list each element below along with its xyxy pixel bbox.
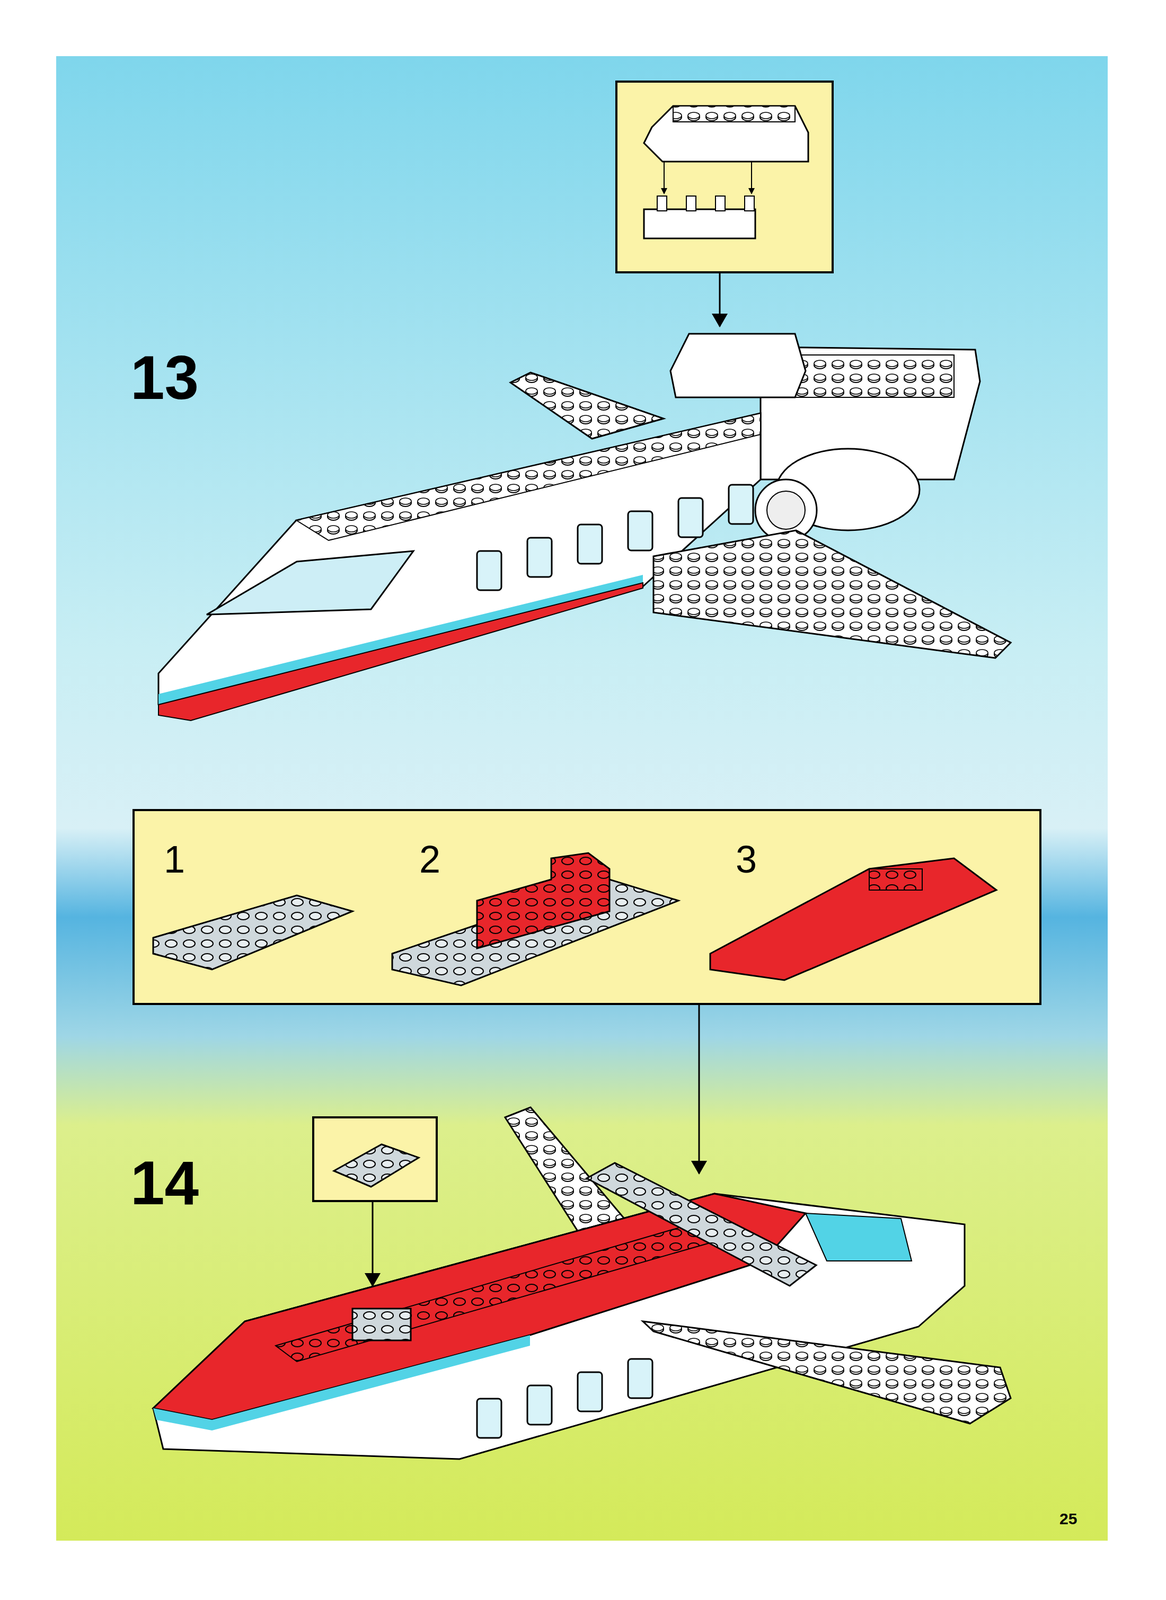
substep-number: 2 [419, 840, 441, 879]
substep-number: 1 [163, 840, 185, 879]
page-number: 25 [1059, 1511, 1077, 1528]
callout-panel: 1 2 3 [132, 809, 1042, 1006]
step-number: 13 [130, 347, 199, 409]
substep-number: 3 [735, 840, 757, 879]
step-number: 14 [130, 1152, 199, 1215]
